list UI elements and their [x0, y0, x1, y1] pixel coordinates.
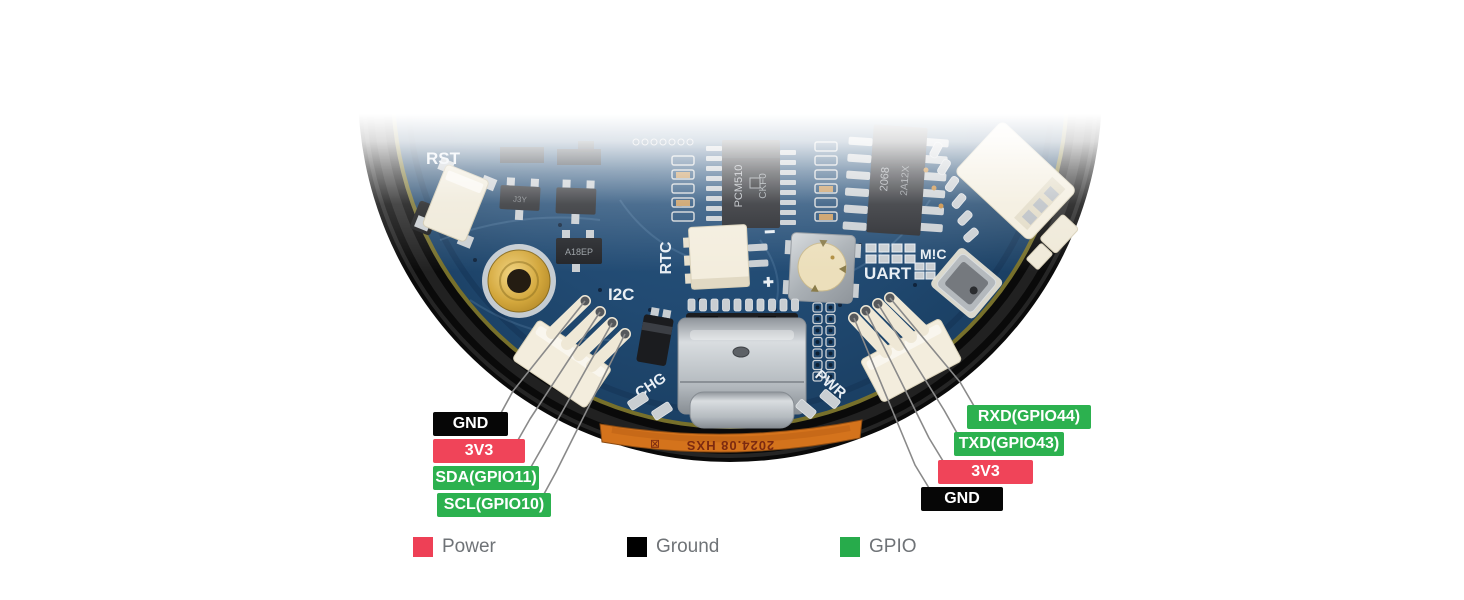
legend-label-gpio: GPIO	[869, 536, 917, 557]
ground-color-swatch	[627, 537, 647, 557]
legend-label-power: Power	[442, 536, 496, 557]
photo-top-fade	[330, 0, 1140, 272]
leader-lines	[500, 297, 975, 495]
pin-label-txd: TXD(GPIO43)	[954, 432, 1064, 456]
pin-label-gnd-left: GND	[433, 412, 508, 436]
silkscreen-i2c: I2C	[608, 285, 634, 304]
through-hole-grid	[812, 302, 836, 382]
pin-label-3v3-left: 3V3	[433, 439, 525, 463]
pin-label-sda: SDA(GPIO11)	[433, 466, 539, 490]
legend-item-gpio: GPIO	[840, 536, 917, 558]
legend-label-ground: Ground	[656, 536, 720, 557]
power-color-swatch	[413, 537, 433, 557]
pin-label-rxd: RXD(GPIO44)	[967, 405, 1091, 429]
display-ribbon: 2024.08 HXS ⊠	[599, 419, 863, 453]
i2c-header	[513, 295, 631, 408]
pin-label-scl: SCL(GPIO10)	[437, 493, 551, 517]
gpio-color-swatch	[840, 537, 860, 557]
legend-item-ground: Ground	[627, 536, 719, 558]
ribbon-mark: ⊠	[650, 437, 660, 451]
diode	[636, 307, 674, 366]
ribbon-text: 2024.08 HXS	[686, 438, 774, 453]
edge-solder-pads	[627, 389, 841, 421]
pin-label-gnd-right: GND	[921, 487, 1003, 511]
legend-item-power: Power	[413, 536, 496, 558]
usb-c-connector	[677, 298, 807, 429]
pin-label-3v3-right: 3V3	[938, 460, 1033, 484]
